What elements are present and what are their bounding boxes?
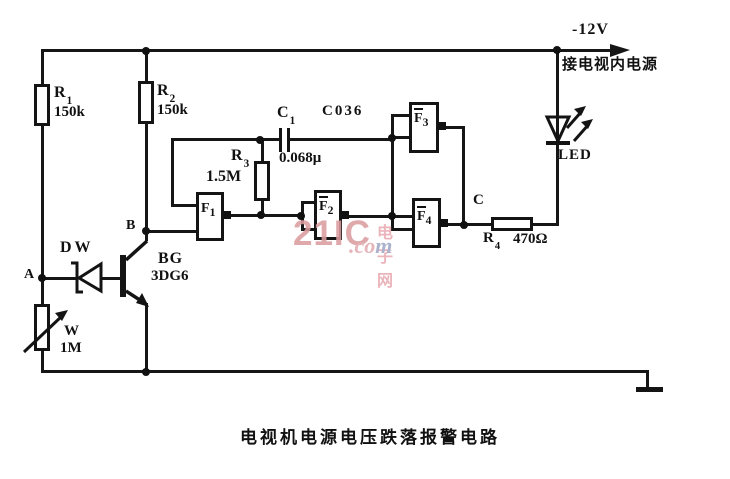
- junction-dot: [257, 211, 265, 219]
- wire-zener-to-base: [101, 277, 122, 280]
- wire-left-branch: [41, 49, 44, 373]
- wire-r3-bottom-lead: [261, 199, 264, 216]
- wire-f3-output: [446, 126, 465, 129]
- wire-f3-stub-bottom: [392, 136, 411, 139]
- zener-triangle: [76, 261, 103, 294]
- junction-dot: [297, 212, 305, 220]
- label-r1-value: 150k: [54, 104, 85, 120]
- label-r3-value: 1.5M: [206, 168, 242, 185]
- gate-f3-body: [409, 102, 439, 153]
- led-light-arrowhead-1: [574, 106, 586, 116]
- label-gate-f1: F1: [201, 201, 216, 219]
- wire-f4-output: [448, 223, 492, 226]
- gate-f2-output-bubble: [341, 211, 349, 219]
- junction-dot: [388, 212, 396, 220]
- wire-ground-stub: [646, 370, 649, 388]
- watermark-domain: .com: [349, 233, 393, 258]
- label-gate-f2: F2: [319, 196, 333, 216]
- resistor-r3-body: [254, 161, 270, 201]
- gate-f3-output-bubble: [438, 122, 446, 130]
- label-transistor-value: 3DG6: [151, 268, 189, 284]
- wire-led-branch: [556, 49, 559, 226]
- led-light-arrowhead-2: [581, 119, 593, 129]
- resistor-r1-body: [34, 84, 50, 126]
- gate-f4-output-bubble: [440, 219, 448, 227]
- label-zener-ref: DW: [60, 239, 94, 256]
- wire-feedback-to-f1: [172, 204, 198, 207]
- resistor-r4-body: [491, 217, 533, 231]
- junction-dot: [38, 274, 46, 282]
- rail-arrowhead-icon: [610, 44, 630, 57]
- wire-f2-stub-top: [302, 201, 316, 204]
- wire-c1-left: [172, 138, 282, 141]
- junction-dot: [256, 136, 264, 144]
- wire-link-vertical: [391, 114, 394, 231]
- wire-r3-top-lead: [261, 140, 264, 163]
- label-r2-value: 150k: [157, 102, 188, 118]
- pot-arrowhead-icon: [55, 310, 68, 321]
- wire-c1-right: [290, 138, 394, 141]
- capacitor-c1-plate-right: [287, 128, 290, 152]
- label-c1-value: 0.068μ: [279, 150, 322, 166]
- junction-dot: [553, 46, 561, 54]
- wire-r2-branch: [145, 49, 148, 241]
- label-r2-ref: R2: [157, 82, 176, 106]
- label-r4-ref: R4: [483, 230, 501, 252]
- wire-f2-stub-bottom: [302, 228, 316, 231]
- ground-symbol: [636, 387, 663, 392]
- wire-f4-stub-bottom: [392, 228, 414, 231]
- gate-f4-body: [412, 198, 441, 248]
- label-gate-f4: F4: [417, 206, 431, 226]
- transistor-collector: [124, 239, 149, 262]
- wire-f3-stub-top: [392, 114, 411, 117]
- resistor-r2-body: [138, 81, 154, 124]
- wire-top-rail: [42, 49, 612, 52]
- diagram-caption: 电视机电源电压跌落报警电路: [240, 428, 500, 447]
- transistor-base-bar: [120, 255, 126, 297]
- wire-node-a-to-zener: [42, 277, 78, 280]
- wire-emitter-down: [145, 303, 148, 373]
- wire-node-b-to-f1: [146, 230, 198, 233]
- transistor-emitter: [125, 289, 147, 306]
- junction-dot: [388, 134, 396, 142]
- led-light-arrow-2: [572, 123, 591, 142]
- wire-f2-output: [348, 215, 394, 218]
- label-node-b: B: [126, 218, 136, 233]
- potentiometer-w-body: [34, 304, 50, 351]
- label-pot-ref: W: [64, 323, 79, 339]
- label-led: LED: [558, 147, 592, 163]
- label-node-a: A: [24, 267, 35, 282]
- wire-feedback-vertical: [171, 138, 174, 207]
- label-r1-ref: R1: [54, 84, 73, 108]
- label-rail-note: 接电视内电源: [562, 57, 659, 73]
- wire-f4-stub-top: [392, 215, 414, 218]
- wire-f3-drop: [462, 126, 465, 226]
- label-ic-model: C036: [322, 103, 364, 119]
- capacitor-c1-plate-left: [279, 128, 282, 152]
- wire-r4-to-led: [532, 223, 558, 226]
- junction-dot: [142, 47, 150, 55]
- gate-f1-output-bubble: [223, 211, 231, 219]
- label-node-c: C: [473, 192, 484, 208]
- gate-f2-body: [314, 190, 342, 240]
- label-c1-ref: C1: [277, 104, 296, 128]
- label-rail-voltage: -12V: [572, 21, 609, 38]
- gate-f1-body: [196, 192, 224, 241]
- wire-ground-rail: [41, 370, 649, 373]
- junction-dot: [460, 221, 468, 229]
- label-r3-ref: R3: [231, 147, 250, 171]
- wire-f1-output: [230, 214, 304, 217]
- junction-dot: [142, 368, 150, 376]
- label-gate-f3: F3: [414, 108, 428, 128]
- junction-dot: [142, 227, 150, 235]
- led-light-arrow-1: [565, 110, 584, 129]
- label-r4-value: 470Ω: [513, 231, 548, 247]
- label-transistor-ref: BG: [158, 250, 184, 267]
- label-pot-value: 1M: [60, 340, 82, 356]
